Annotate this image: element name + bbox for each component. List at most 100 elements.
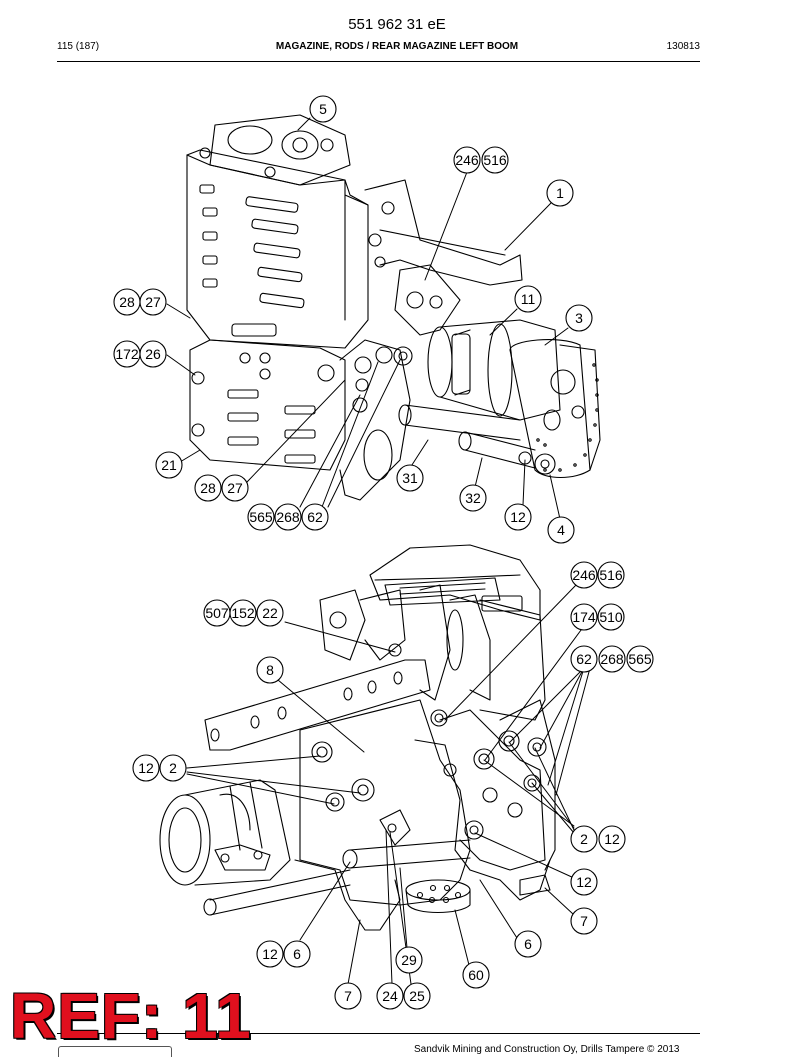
callout-label: 565 (249, 509, 273, 525)
callout-balloon (598, 825, 626, 853)
callout-label: 565 (628, 651, 652, 667)
callout-label: 24 (382, 988, 398, 1004)
callout-balloon (247, 503, 275, 531)
callout-label: 172 (115, 346, 139, 362)
callout-balloon (481, 146, 509, 174)
callout-label: 268 (276, 509, 300, 525)
top-assembly-drawing (186, 114, 601, 501)
callout-label: 62 (576, 651, 592, 667)
callout-balloon (376, 982, 404, 1010)
callout-label: 11 (521, 291, 536, 307)
callout-balloon (459, 484, 487, 512)
callout-balloon (256, 599, 284, 627)
callout-label: 21 (161, 457, 177, 473)
callout-label: 6 (293, 946, 301, 962)
callout-label: 25 (409, 988, 425, 1004)
callout-label: 28 (200, 480, 216, 496)
callout-label: 2 (580, 831, 588, 847)
callout-balloon (283, 940, 311, 968)
page-title: MAGAZINE, RODS / REAR MAGAZINE LEFT BOOM (275, 41, 519, 52)
callout-label: 7 (580, 913, 588, 929)
callout-label: 6 (524, 936, 532, 952)
callout-balloon (514, 930, 542, 958)
callout-label: 516 (599, 567, 623, 583)
callout-label: 12 (138, 760, 154, 776)
footer-copyright: Sandvik Mining and Construction Oy, Dril… (414, 1044, 680, 1055)
callout-label: 174 (572, 609, 596, 625)
callout-balloon (570, 645, 598, 673)
callout-label: 516 (483, 152, 507, 168)
callout-label: 29 (401, 952, 417, 968)
callout-balloon (570, 825, 598, 853)
callout-balloon (565, 304, 593, 332)
callout-balloon (396, 464, 424, 492)
callout-label: 268 (600, 651, 624, 667)
callout-label: 5 (319, 101, 327, 117)
leader-lines (166, 117, 591, 985)
callout-label: 246 (572, 567, 596, 583)
ref-stamp: REF: 11 (10, 980, 252, 1052)
callout-label: 152 (231, 605, 255, 621)
callout-balloon (139, 340, 167, 368)
callout-balloon (626, 645, 654, 673)
document-number: 551 962 31 eE (348, 16, 446, 33)
callout-balloon (301, 503, 329, 531)
callout-balloon (155, 451, 183, 479)
callout-label: 3 (575, 310, 583, 326)
callout-label: 507 (205, 605, 229, 621)
callout-label: 12 (576, 874, 592, 890)
callout-label: 12 (510, 509, 526, 525)
callout-balloon (229, 599, 257, 627)
callout-balloon (547, 516, 575, 544)
callout-label: 246 (455, 152, 479, 168)
callout-balloon (395, 946, 423, 974)
callout-balloon (256, 940, 284, 968)
callout-label: 8 (266, 662, 274, 678)
callout-balloon (309, 95, 337, 123)
callout-balloon (334, 982, 362, 1010)
callout-balloon (159, 754, 187, 782)
callout-label: 12 (262, 946, 278, 962)
callout-label: 12 (604, 831, 620, 847)
callout-label: 2 (169, 760, 177, 776)
brand-logo-fragment (58, 1046, 172, 1057)
callout-label: 27 (227, 480, 243, 496)
callout-balloon (597, 561, 625, 589)
callout-balloon (256, 656, 284, 684)
callout-label: 26 (145, 346, 161, 362)
callout-label: 28 (119, 294, 135, 310)
header-rule (57, 61, 700, 62)
callout-balloon (570, 603, 598, 631)
callout-label: 22 (262, 605, 278, 621)
callout-balloon (598, 645, 626, 673)
callout-label: 62 (307, 509, 323, 525)
callout-balloon (597, 603, 625, 631)
callout-balloon (403, 982, 431, 1010)
callout-balloon (194, 474, 222, 502)
callout-balloon (221, 474, 249, 502)
callout-label: 4 (557, 522, 565, 538)
callout-label: 1 (556, 185, 564, 201)
callout-balloon (514, 285, 542, 313)
callout-circles (113, 95, 654, 1010)
callout-label: 60 (468, 967, 484, 983)
callout-balloon (453, 146, 481, 174)
date-code: 130813 (666, 41, 700, 52)
callout-label: 7 (344, 988, 352, 1004)
callout-balloon (504, 503, 532, 531)
bottom-assembly-drawing (159, 544, 556, 931)
callout-label: 510 (599, 609, 623, 625)
callout-label: 32 (465, 490, 481, 506)
callout-balloon (462, 961, 490, 989)
callout-balloon (546, 179, 574, 207)
callout-balloon (570, 907, 598, 935)
page-number: 115 (187) (57, 41, 100, 52)
callout-label: 31 (402, 470, 418, 486)
callout-balloon (274, 503, 302, 531)
callout-balloon (132, 754, 160, 782)
footer-rule (57, 1033, 700, 1034)
callout-balloon (570, 868, 598, 896)
callout-balloon (570, 561, 598, 589)
